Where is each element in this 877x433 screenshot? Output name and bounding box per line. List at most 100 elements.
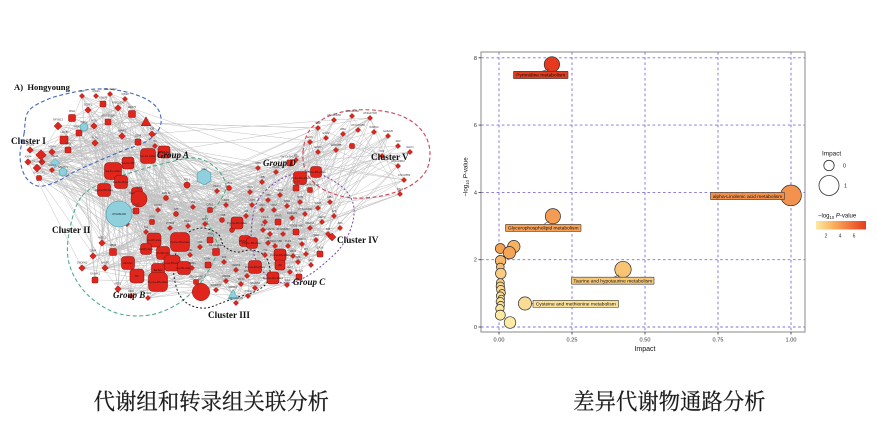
svg-text:KIN9: KIN9 — [128, 289, 134, 293]
svg-text:K92: K92 — [222, 255, 227, 259]
svg-text:MYB0: MYB0 — [154, 203, 162, 207]
svg-text:Ph-Fe-Rh-2Hex: Ph-Fe-Rh-2Hex — [242, 241, 262, 245]
svg-text:NAC2: NAC2 — [81, 120, 88, 124]
svg-text:GAD8H1: GAD8H1 — [77, 260, 88, 264]
svg-text:CERK4: CERK4 — [232, 263, 241, 267]
svg-text:ORP1: ORP1 — [222, 198, 230, 202]
svg-text:RB2: RB2 — [340, 127, 346, 131]
svg-text:Group D: Group D — [263, 158, 296, 168]
svg-text:AXR4: AXR4 — [25, 154, 32, 158]
svg-text:QA3: QA3 — [313, 233, 319, 237]
svg-text:Pn-Ca-Rh-2Hex: Pn-Ca-Rh-2Hex — [245, 265, 265, 269]
svg-text:LG84: LG84 — [135, 134, 142, 138]
svg-text:8: 8 — [474, 56, 477, 62]
svg-text:PL2: PL2 — [261, 223, 266, 227]
svg-text:0.50: 0.50 — [640, 338, 651, 344]
svg-text:KIB: KIB — [326, 227, 330, 231]
svg-text:2: 2 — [825, 234, 828, 240]
svg-text:MYB63: MYB63 — [166, 221, 175, 225]
svg-text:P6: P6 — [294, 153, 298, 157]
svg-text:0.75: 0.75 — [713, 338, 724, 344]
svg-text:SET1: SET1 — [198, 278, 205, 282]
svg-text:WRKY75: WRKY75 — [74, 125, 85, 129]
svg-text:Py-Fe-Rh-2Hex: Py-Fe-Rh-2Hex — [170, 240, 190, 244]
svg-text:AT1G64030: AT1G64030 — [229, 296, 243, 300]
svg-text:AT3G11280: AT3G11280 — [345, 109, 359, 113]
svg-text:LRR76: LRR76 — [128, 105, 137, 109]
svg-text:Glycerophospholipid metabolism: Glycerophospholipid metabolism — [508, 226, 579, 232]
svg-text:AT1G10810: AT1G10810 — [391, 159, 405, 163]
svg-text:Py-Ca-Rh-2Hex: Py-Ca-Rh-2Hex — [148, 280, 168, 284]
svg-text:MT82: MT82 — [115, 281, 122, 285]
svg-text:LRR N: LRR N — [162, 191, 170, 195]
svg-text:RB1: RB1 — [187, 248, 193, 252]
svg-text:PA2: PA2 — [380, 149, 385, 153]
svg-text:Pb-Fe: Pb-Fe — [272, 165, 280, 169]
svg-text:GA20OX1: GA20OX1 — [33, 170, 45, 174]
svg-text:MYB: MYB — [297, 195, 303, 199]
svg-text:−log10 P-value: −log10 P-value — [463, 157, 470, 197]
svg-text:LRV6: LRV6 — [290, 249, 297, 253]
svg-text:alpha-Linolenic acid metabolis: alpha-Linolenic acid metabolism — [713, 194, 783, 200]
svg-text:W801: W801 — [284, 199, 291, 203]
svg-text:CDMT: CDMT — [204, 257, 212, 261]
svg-text:MSH: MSH — [69, 109, 75, 113]
svg-text:Cysteine and methionine metabo: Cysteine and methionine metabolism — [536, 302, 616, 308]
svg-text:IQD21: IQD21 — [92, 89, 100, 93]
svg-text:URGT: URGT — [270, 203, 278, 207]
svg-text:KIN 2: KIN 2 — [244, 269, 251, 273]
svg-text:GA84: GA84 — [90, 248, 97, 252]
svg-text:SAUR66: SAUR66 — [250, 281, 261, 285]
svg-text:EXO3: EXO3 — [315, 145, 322, 149]
svg-text:SAUR5H: SAUR5H — [32, 160, 43, 164]
svg-text:AZ6: AZ6 — [174, 207, 179, 211]
svg-text:GA24: GA24 — [315, 201, 322, 205]
svg-text:ERRNP2: ERRNP2 — [287, 211, 298, 215]
svg-text:MY83: MY83 — [275, 214, 282, 218]
svg-text:Ge-Fe-2Hex: Ge-Fe-2Hex — [140, 154, 156, 158]
svg-text:Pt-Fe-Rh-2He: Pt-Fe-Rh-2He — [291, 176, 309, 180]
svg-text:SCRP1: SCRP1 — [84, 102, 93, 106]
svg-text:NLP1: NLP1 — [92, 135, 99, 139]
svg-text:Ba-8ex: Ba-8ex — [154, 268, 163, 272]
svg-text:CBP: CBP — [315, 121, 321, 125]
svg-text:Cluster IV: Cluster IV — [337, 235, 379, 245]
svg-text:−log10 P-value: −log10 P-value — [818, 214, 857, 220]
svg-text:C93: C93 — [198, 240, 203, 244]
svg-text:GC2: GC2 — [284, 278, 290, 282]
svg-text:PER 1: PER 1 — [184, 219, 192, 223]
svg-text:Impact: Impact — [634, 346, 655, 353]
svg-text:HB13: HB13 — [110, 243, 117, 247]
svg-text:GH3.1: GH3.1 — [406, 145, 414, 149]
svg-text:0: 0 — [843, 164, 846, 170]
svg-text:CERK1: CERK1 — [229, 285, 238, 289]
svg-text:CDM1: CDM1 — [188, 261, 196, 265]
svg-text:Ap-Fe-Rh-Hex: Ap-Fe-Rh-Hex — [95, 188, 114, 192]
svg-text:Pn-Ce-9b-2Hex: Pn-Ce-9b-2Hex — [301, 182, 320, 186]
svg-text:0: 0 — [474, 325, 477, 331]
svg-text:2: 2 — [474, 258, 477, 264]
svg-text:Pn-2H: Pn-2H — [292, 180, 299, 184]
svg-text:PK36870: PK36870 — [211, 283, 222, 287]
svg-text:GH3.4: GH3.4 — [48, 163, 56, 167]
svg-text:An-Rh-Hex: An-Rh-Hex — [147, 238, 161, 242]
svg-text:LHCB: LHCB — [61, 130, 68, 134]
svg-text:1.00: 1.00 — [786, 338, 797, 344]
svg-text:Cluster I: Cluster I — [11, 136, 46, 146]
svg-text:AT5G87980: AT5G87980 — [289, 224, 303, 228]
svg-text:A85: A85 — [332, 209, 337, 213]
svg-text:L2G-K: L2G-K — [261, 215, 269, 219]
svg-text:Aa-Rh-Hex: Aa-Rh-Hex — [139, 247, 153, 251]
svg-text:REF: REF — [79, 89, 85, 93]
svg-text:CRK1: CRK1 — [207, 202, 214, 206]
svg-text:Pyrimidine metabolism: Pyrimidine metabolism — [516, 73, 565, 79]
svg-text:Rh-2Hex: Rh-2Hex — [158, 150, 170, 154]
svg-text:Dk-Hex: Dk-Hex — [123, 261, 133, 265]
svg-text:Cluster II: Cluster II — [52, 225, 91, 235]
svg-text:WRB: WRB — [65, 142, 71, 146]
svg-text:CB6: CB6 — [265, 193, 271, 197]
svg-text:CBF1: CBF1 — [226, 181, 233, 185]
svg-text:W7: W7 — [304, 247, 308, 251]
svg-text:AR6: AR6 — [337, 221, 343, 225]
svg-text:C3H34: C3H34 — [99, 96, 108, 100]
